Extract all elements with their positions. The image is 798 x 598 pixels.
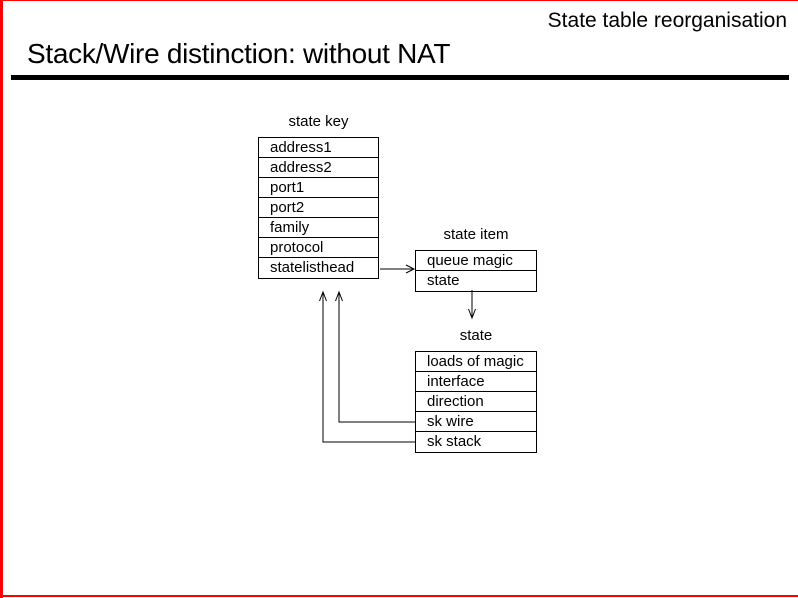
arrow-skstack-to-statekey — [322, 293, 415, 443]
red-top-border — [0, 0, 798, 1]
table-row: address1 — [259, 138, 378, 158]
table-row: state — [427, 272, 460, 289]
table-row: statelisthead — [270, 259, 355, 276]
title-rule-divider — [11, 75, 789, 80]
slide-title: Stack/Wire distinction: without NAT — [27, 38, 451, 69]
table-row: address2 — [259, 158, 378, 178]
table-row: port1 — [259, 178, 378, 198]
table-row: direction — [416, 392, 536, 412]
state-table-label: state — [459, 327, 493, 344]
presentation-title: State table reorganisation — [547, 9, 787, 32]
arrow-skwire-to-statekey — [338, 293, 415, 423]
state-item-table-label: state item — [443, 226, 509, 243]
red-bottom-border — [0, 595, 798, 597]
table-row: queue magic — [416, 251, 536, 271]
red-left-border — [0, 0, 3, 598]
table-row: protocol — [259, 238, 378, 258]
state-key-table-label: state key — [288, 113, 349, 130]
table-row: loads of magic — [416, 352, 536, 372]
table-row: port2 — [259, 198, 378, 218]
table-row: family — [259, 218, 378, 238]
table-row: interface — [416, 372, 536, 392]
table-row: sk wire — [416, 412, 536, 432]
table-row: sk stack — [427, 433, 482, 450]
